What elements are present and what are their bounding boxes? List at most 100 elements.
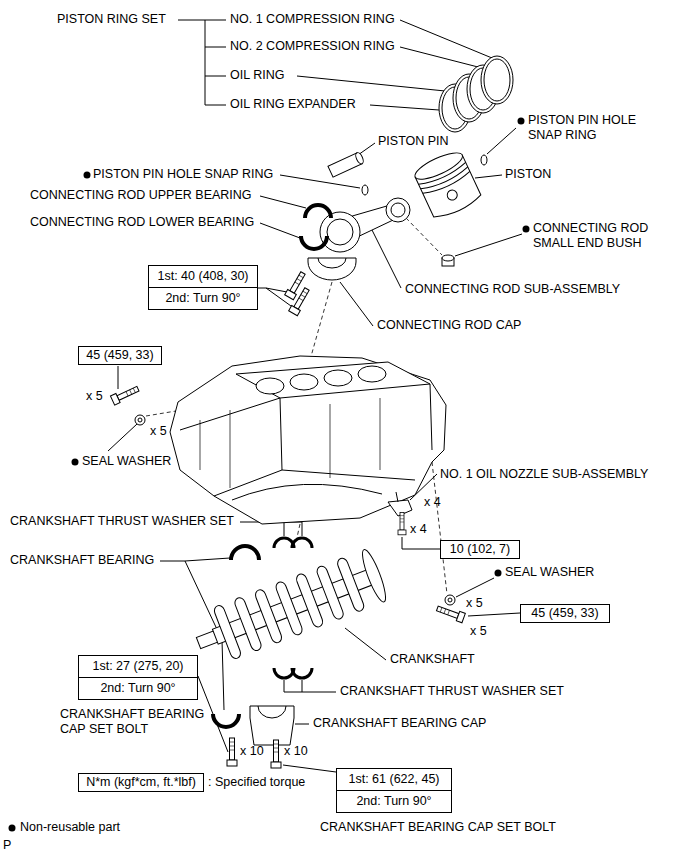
assembly-line [406, 218, 442, 255]
torque-value: 10 (102, 7) [441, 541, 519, 558]
part-label: CRANKSHAFT BEARING CAP SET BOLT [320, 820, 556, 835]
main-bearing-upper [231, 546, 259, 560]
cylinder-bore [290, 374, 318, 390]
block-deck [236, 362, 430, 398]
thrust-washer [292, 538, 312, 548]
bolt [289, 286, 312, 315]
part-label: PISTON PIN HOLE SNAP RING [528, 113, 653, 143]
leader-line [475, 175, 502, 178]
leader-line [456, 578, 494, 597]
pin-boss [446, 188, 459, 201]
ring [484, 59, 510, 101]
torque-value: 45 (459, 33) [79, 347, 161, 364]
ring-set-bracket [178, 20, 226, 105]
bearing-cap [250, 706, 294, 745]
count-label: x 4 [410, 522, 427, 537]
torque-leader [283, 765, 336, 772]
part-label: CRANKSHAFT BEARING [10, 553, 154, 568]
cylinder-bore [324, 370, 352, 386]
part-label: SEAL WASHER [505, 565, 594, 580]
count-label: x 5 [470, 624, 487, 639]
torque-leader [118, 366, 119, 389]
torque-value: 1st: 40 (408, 30) [149, 266, 257, 287]
assembly-line [310, 282, 332, 360]
crank-flange [358, 547, 389, 604]
part-label: NO. 1 COMPRESSION RING [230, 12, 395, 27]
upper-bearing-shell [305, 205, 331, 218]
count-label: x 10 [284, 744, 308, 759]
seal-washer [135, 415, 145, 425]
torque-value: 1st: 61 (622, 45) [337, 769, 451, 790]
torque-leader [402, 537, 440, 549]
torque-value: 2nd: Turn 90° [337, 790, 451, 812]
block-outline [170, 356, 446, 524]
figure-code: P [3, 838, 11, 853]
leader-line [400, 20, 492, 58]
torque-box: 1st: 40 (408, 30)2nd: Turn 90° [148, 265, 258, 310]
main-bearing-lower [213, 714, 239, 727]
non-reusable-dot [495, 570, 502, 577]
piston-pin [328, 152, 365, 178]
part-label: NO. 2 COMPRESSION RING [230, 39, 395, 54]
piston-rings [439, 56, 513, 132]
part-label: OIL RING EXPANDER [230, 97, 356, 112]
leader-line [340, 282, 373, 326]
rod-cap-seat [318, 258, 346, 268]
count-label: x 5 [150, 424, 167, 439]
crank-bay [232, 484, 382, 500]
cylinder-block [170, 356, 446, 524]
count-label: x 5 [466, 596, 483, 611]
torque-legend-text: : Specified torque [208, 775, 305, 790]
leader-line [297, 76, 455, 92]
cylinder-bore [358, 366, 386, 382]
part-label: CONNECTING ROD UPPER BEARING [30, 188, 252, 203]
torque-value: 2nd: Turn 90° [149, 287, 257, 309]
part-label: CONNECTING ROD LOWER BEARING [30, 215, 254, 230]
bolt [271, 740, 281, 768]
ring-groove [419, 162, 472, 197]
pin-end [354, 152, 365, 165]
torque-leader [258, 288, 291, 306]
part-label: PISTON PIN [378, 134, 449, 149]
torque-box: 1st: 27 (275, 20)2nd: Turn 90° [78, 655, 198, 700]
part-label: CONNECTING ROD SMALL END BUSH [533, 221, 658, 251]
leader-line [370, 105, 439, 110]
leader-line [260, 196, 306, 208]
leader-line [487, 128, 516, 154]
block-rib [200, 398, 380, 488]
count-label: x 4 [424, 495, 441, 510]
assembly-lines [146, 218, 447, 594]
part-label: CRANKSHAFT [390, 652, 475, 667]
leader-line [345, 628, 386, 660]
small-end-bore [391, 203, 405, 217]
leader-line [455, 234, 522, 256]
torque-box: 45 (459, 33) [78, 346, 162, 365]
non-reusable-dot [518, 118, 525, 125]
torque-value: N*m (kgf*cm, ft.*lbf) [79, 774, 203, 791]
part-label: OIL RING [230, 68, 284, 83]
cylinder-bore [256, 378, 284, 394]
count-label: x 10 [240, 744, 264, 759]
part-label: CRANKSHAFT THRUST WASHER SET [10, 514, 234, 529]
bearing-cap-seat [258, 706, 286, 718]
leader-line [295, 724, 309, 725]
seal-washer-hole [138, 418, 142, 422]
snap-ring [481, 155, 487, 165]
leader-line [108, 424, 137, 451]
seal-washer-hole [448, 598, 452, 602]
leader-line [372, 230, 401, 288]
bolt [110, 384, 140, 405]
lower-bearing-shell [301, 236, 327, 249]
torque-value: 2nd: Turn 90° [79, 677, 197, 699]
leader-line [358, 143, 375, 155]
part-label: CRANKSHAFT BEARING CAP [313, 716, 486, 731]
legend-symbol [9, 825, 16, 832]
snap-ring [362, 185, 368, 195]
part-label: CRANKSHAFT THRUST WASHER SET [340, 684, 564, 699]
part-label: NO. 1 OIL NOZZLE SUB-ASSEMBLY [440, 467, 648, 482]
piston [412, 148, 483, 222]
part-label: CONNECTING ROD CAP [377, 318, 521, 333]
bearing-cap-body [250, 706, 294, 745]
torque-box: 10 (102, 7) [440, 540, 520, 559]
part-label: PISTON RING SET [57, 12, 166, 27]
